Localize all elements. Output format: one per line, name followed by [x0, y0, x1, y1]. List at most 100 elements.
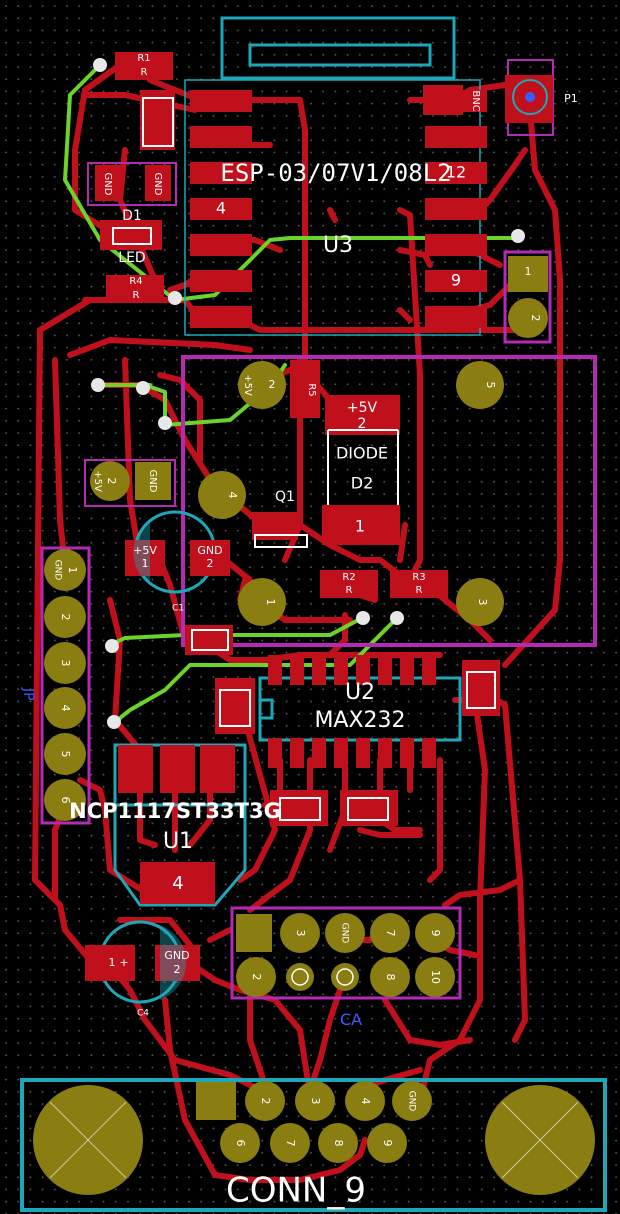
u1-tab-pad	[140, 862, 215, 904]
conn-pin7: 7	[284, 1140, 297, 1147]
c4-label: C4	[137, 1009, 149, 1019]
r2-value: R	[346, 585, 353, 596]
d1-value: LED	[118, 250, 145, 266]
r4-pads	[106, 275, 164, 303]
c1-pin2: 2	[207, 557, 214, 570]
conn-pin4: 4	[359, 1098, 372, 1105]
jp-pin4: 4	[59, 705, 72, 712]
ca-header-pins	[236, 913, 455, 997]
relay-pin-3: 3	[476, 599, 489, 606]
relay-pin-4: 4	[226, 492, 239, 499]
ca-ref-label: CA	[340, 1010, 362, 1029]
c4-pin1: 1	[109, 956, 116, 969]
esp-pad-9-label: 9	[451, 271, 461, 290]
conn-pin6: 6	[234, 1140, 247, 1147]
conn-outline	[20, 1078, 607, 1212]
conn-pin8: 8	[332, 1140, 345, 1147]
c1-pin1: 1	[142, 557, 149, 570]
jp-pin5: 5	[59, 751, 72, 758]
ca-pin10: 10	[429, 970, 442, 984]
esp-antenna-outline	[220, 16, 456, 80]
ca-pin9: 9	[429, 930, 442, 937]
r3-pads	[390, 570, 448, 598]
jp-ref-label: JP	[20, 687, 36, 701]
p2-pin1: 1	[525, 265, 532, 278]
r2-pads	[320, 570, 378, 598]
u2-value: MAX232	[314, 708, 405, 733]
d2-value: DIODE	[336, 444, 388, 463]
c4-plus-pad	[85, 945, 135, 981]
u1-label: U1	[163, 829, 193, 854]
esp-pad-12-label: 12	[446, 163, 466, 182]
d2-pad-bottom-num: 1	[355, 517, 365, 536]
d1-outline	[87, 162, 177, 206]
relay-pin-plus5v: +5V	[242, 374, 253, 396]
bnc-connector	[512, 79, 548, 115]
c4-pin2: 2	[174, 963, 181, 976]
c4-gnd: GND	[164, 949, 189, 962]
relay-pins	[198, 361, 504, 626]
jp-header-outline	[40, 546, 91, 825]
p1-label: P1	[564, 92, 578, 105]
c1-label: C1	[172, 604, 184, 614]
jp-pin3: 3	[59, 660, 72, 667]
smd-parts	[85, 52, 553, 981]
u1-pad2	[160, 745, 195, 793]
u2-pins	[268, 655, 436, 768]
r5-label: R5	[306, 383, 317, 396]
ca-pin-gnd: GND	[340, 923, 350, 944]
conn-pin2: 2	[259, 1098, 272, 1105]
d1-gnd-right: GND	[152, 173, 163, 196]
r1-value: R	[141, 67, 148, 78]
d2-pad-top	[325, 395, 400, 435]
esp-antenna-slot	[248, 43, 432, 67]
p2-outline	[503, 250, 552, 344]
esp-pad-4-label: 4	[216, 199, 226, 218]
r5-pads	[290, 360, 320, 418]
ca-pin7: 7	[384, 930, 397, 937]
u1-tab-num: 4	[172, 873, 183, 894]
c-left-pads	[215, 678, 255, 734]
r3-value: R	[416, 585, 423, 596]
ca-hole-rings	[291, 968, 354, 986]
conn9-crosses	[49, 1101, 579, 1179]
vias	[91, 58, 525, 729]
pwr-outline	[84, 459, 176, 507]
r1-pads	[115, 52, 173, 80]
relay-courtyard	[181, 355, 597, 647]
d1-gnd-pad-a	[95, 165, 121, 201]
conn-pin9: 9	[381, 1140, 394, 1147]
d1-gnd-left: GND	[102, 173, 113, 196]
p2-pin2: 2	[529, 315, 542, 322]
jp-pin6: 6	[59, 797, 72, 804]
r2-label: R2	[342, 572, 355, 583]
d1-label: D1	[122, 208, 142, 224]
pwr-pins	[90, 461, 171, 501]
p2-pins	[508, 256, 548, 338]
q1-label: Q1	[275, 489, 295, 505]
ca-pin3: 3	[294, 930, 307, 937]
r4-label: R4	[129, 276, 142, 287]
c1-gnd-pad	[190, 540, 230, 576]
conn-pin-gnd: GND	[407, 1091, 417, 1112]
d2-label: D2	[351, 474, 374, 493]
conn-pin3: 3	[309, 1098, 322, 1105]
jp-pin1: 1	[66, 567, 79, 574]
c4-gnd-pad	[155, 945, 200, 981]
jp-header-pins	[44, 549, 86, 821]
r1-label: R1	[137, 53, 150, 64]
pwr-plus5v-label: +5V	[92, 470, 103, 492]
u2-label: U2	[345, 680, 375, 705]
u1-pad3	[200, 745, 235, 793]
bnc-pad-label: BNC	[470, 90, 481, 111]
c-top-pads	[140, 90, 175, 150]
jp-pin2: 2	[59, 614, 72, 621]
c1-plus-pad	[125, 540, 165, 576]
part-bodies	[112, 97, 496, 821]
u1-value: NCP1117ST33T3G	[69, 799, 281, 823]
ca-pin2: 2	[250, 974, 263, 981]
esp-module-label: ESP-03/07V1/08L2	[220, 159, 451, 187]
pwr-pin-2: 2	[105, 478, 118, 485]
